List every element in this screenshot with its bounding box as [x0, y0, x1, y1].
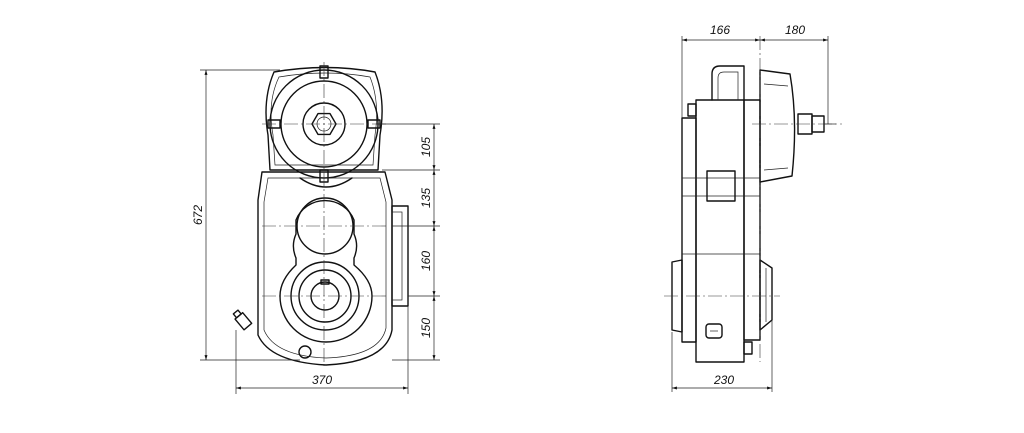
dim-label-160: 160 — [419, 251, 433, 271]
dim-label-150: 150 — [419, 318, 433, 338]
side-oil-plug-icon — [705, 323, 723, 339]
side-bolt-top — [687, 103, 697, 117]
side-motor-rib — [763, 83, 789, 87]
dim-label-166: 166 — [710, 23, 730, 37]
dim-label-672: 672 — [191, 205, 205, 225]
drain-plug-icon — [298, 345, 312, 359]
side-boss — [391, 205, 409, 307]
side-bolt-bottom — [743, 341, 753, 355]
side-boss-inner — [391, 211, 403, 301]
gear-housing-inner — [263, 177, 387, 359]
gear-bores-outline — [279, 199, 373, 343]
gear-housing-neck — [299, 177, 353, 188]
dim-label-135: 135 — [419, 188, 433, 208]
side-motor-rib-2 — [763, 167, 789, 171]
gear-housing-outline — [257, 171, 393, 366]
side-view: 166 180 230 — [664, 23, 842, 392]
side-motor-housing — [759, 69, 796, 183]
dim-label-180: 180 — [785, 23, 805, 37]
breather-plug-icon — [232, 309, 253, 331]
side-front-plate — [743, 99, 761, 341]
front-view: 672 370 105 135 160 150 — [191, 62, 440, 394]
side-pipe-inner — [717, 71, 739, 100]
side-rear-plate — [681, 117, 697, 343]
dim-label-230: 230 — [713, 373, 734, 387]
output-shaft-key — [320, 279, 330, 285]
dim-label-105: 105 — [419, 137, 433, 157]
dim-label-370: 370 — [312, 373, 332, 387]
side-nameplate — [706, 170, 736, 202]
side-gear-case — [695, 99, 745, 363]
side-pipe — [711, 65, 745, 101]
side-output-left — [671, 259, 683, 333]
